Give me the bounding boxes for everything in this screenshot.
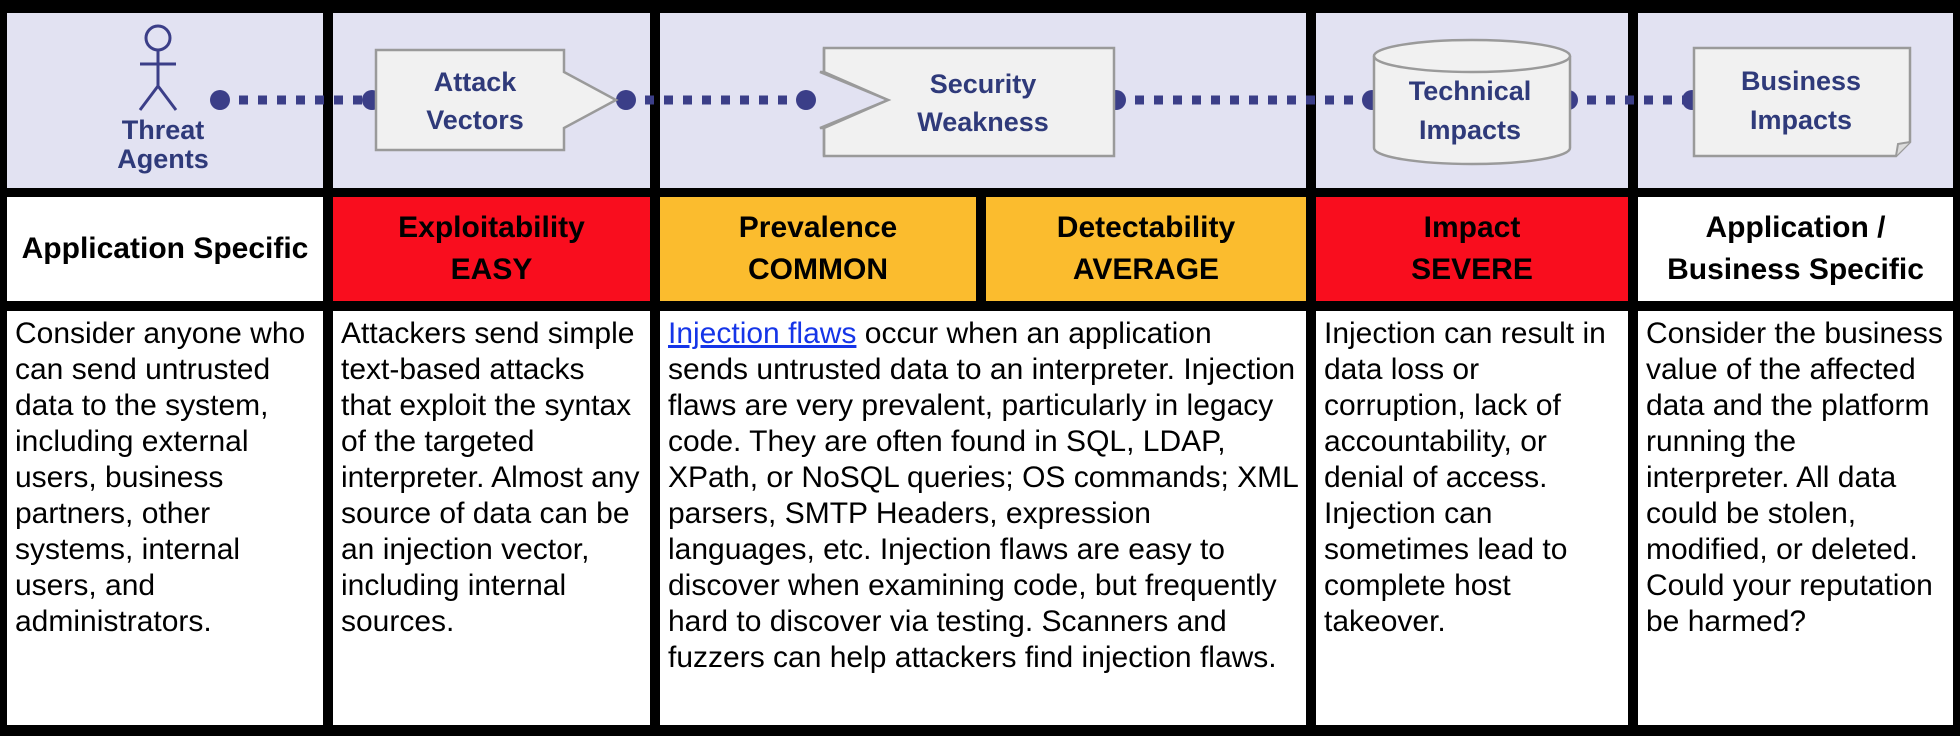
business-impacts-label-1: Business [1741,66,1861,96]
threat-agents-label-1: Threat [122,115,205,145]
rating-exploitability: Exploitability EASY [333,197,650,301]
security-weakness-label-2: Weakness [917,107,1049,137]
security-weakness-text: occur when an application sends untruste… [668,317,1298,674]
technical-impacts-label-1: Technical [1409,76,1532,106]
impact-label: Impact [1423,211,1521,244]
attack-vectors-label-2: Vectors [426,105,524,135]
description-threat-agents: Consider anyone who can send untrusted d… [7,311,323,725]
description-technical-impacts: Injection can result in data loss or cor… [1316,311,1628,725]
connector-1 [210,90,382,110]
security-weakness-box [819,46,1116,158]
header-cell-threat-agents [7,13,323,188]
business-impacts-document [1692,46,1912,158]
threat-agent-figure-icon [138,24,178,111]
security-weakness-label-1: Security [930,69,1037,99]
application-specific-text: Application Specific [21,232,309,265]
technical-impacts-label-2: Impacts [1419,115,1521,145]
description-business-impacts: Consider the business value of the affec… [1638,311,1953,725]
injection-flaws-link[interactable]: Injection flaws [668,317,857,350]
attack-vectors-label-1: Attack [434,67,518,97]
rating-application-specific: Application Specific [7,197,323,301]
prevalence-value: COMMON [748,253,888,286]
connector-2 [616,90,816,110]
attack-vectors-text: Attackers send simple text-based attacks… [341,317,640,638]
detectability-label: Detectability [1056,211,1236,244]
business-impacts-text: Consider the business value of the affec… [1646,317,1943,638]
connector-4 [1558,90,1702,110]
description-security-weakness: Injection flaws occur when an applicatio… [660,311,1306,725]
description-attack-vectors: Attackers send simple text-based attacks… [333,311,650,725]
attack-vectors-box [374,48,619,152]
rating-prevalence: Prevalence COMMON [660,197,976,301]
threat-agents-label-2: Agents [117,144,209,174]
business-specific-line-1: Application / [1705,211,1886,244]
technical-impacts-cylinder [1372,38,1572,166]
impact-value: SEVERE [1411,253,1533,286]
prevalence-label: Prevalence [738,211,898,244]
threat-agents-text: Consider anyone who can send untrusted d… [15,317,306,638]
business-impacts-label-2: Impacts [1750,105,1852,135]
business-specific-line-2: Business Specific [1667,253,1924,286]
flow-diagram: Threat Agents Attack Vectors [117,24,1912,174]
connector-3 [1106,90,1382,110]
detectability-value: AVERAGE [1072,253,1220,286]
rating-detectability: Detectability AVERAGE [986,197,1306,301]
exploitability-value: EASY [450,253,533,286]
rating-business-specific: Application / Business Specific [1638,197,1953,301]
exploitability-label: Exploitability [398,211,585,244]
technical-impacts-text: Injection can result in data loss or cor… [1324,317,1606,638]
rating-impact: Impact SEVERE [1316,197,1628,301]
